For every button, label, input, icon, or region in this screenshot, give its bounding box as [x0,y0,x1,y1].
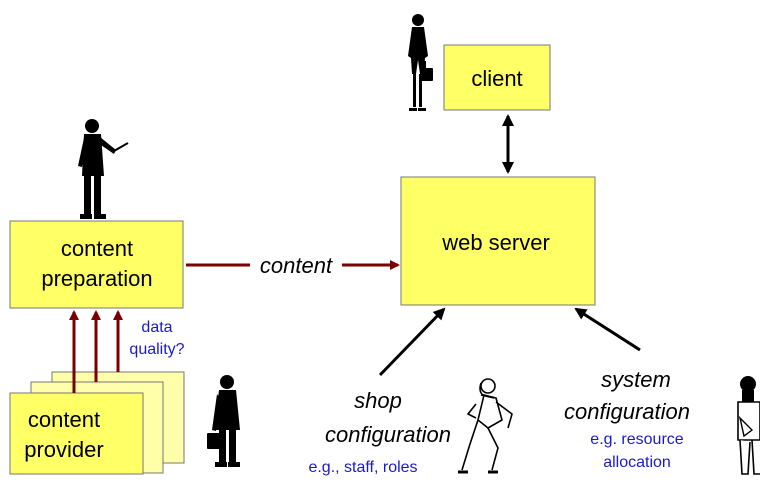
system-configuration-label-line1: system [601,367,671,392]
web-server-box: web server [400,176,596,306]
provider-to-preparation-arrows [69,310,123,393]
system-configuration-note-line1: e.g. resource [590,431,683,448]
shop-configuration-label-line2: configuration [325,422,451,447]
content-provider-stack: content provider [9,371,185,475]
content-preparation-box: content preparation [9,220,184,309]
system-configuration-label-line2: configuration [564,399,690,424]
shop-configuration-arrow [378,307,446,377]
content-preparation-label-line1: content [61,236,133,261]
shop-configuration-label-line1: shop [354,388,402,413]
system-configuration-note-line2: allocation [603,454,671,471]
woman-with-briefcase-icon [408,14,433,111]
content-provider-label-line1: content [28,407,100,432]
client-box: client [443,44,551,111]
content-arrow-label: content [260,253,333,278]
man-on-phone-icon [458,378,513,474]
system-configuration-arrow [574,307,641,352]
data-quality-label-line2: quality? [129,341,184,358]
content-provider-label-line2: provider [24,437,103,462]
content-arrow: content [186,253,400,278]
bearded-man-with-clipboard-icon [737,376,760,475]
shop-configuration-note: e.g., staff, roles [308,459,417,476]
data-quality-label-line1: data [141,319,172,336]
client-label: client [471,66,522,91]
man-with-briefcase-icon [207,375,240,467]
content-preparation-label-line2: preparation [41,266,152,291]
content-provider-box [9,392,144,475]
presenter-with-pointer-icon [78,119,129,219]
web-server-label: web server [441,230,550,255]
